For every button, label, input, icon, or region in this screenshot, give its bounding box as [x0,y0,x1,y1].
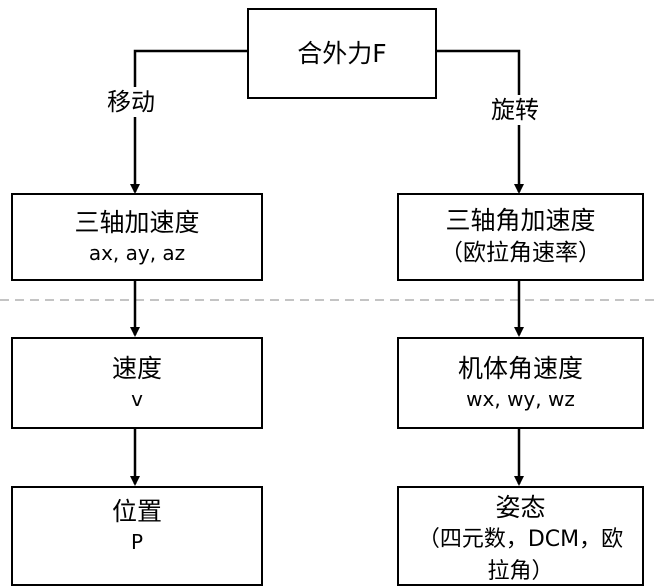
edge-label-translation: 移动 [105,87,157,117]
node-position-sub: P [130,530,144,554]
node-attitude-sub: （四元数，DCM，欧 [417,527,624,552]
node-angular-accel-sub: （欧拉角速率） [440,240,601,266]
node-velocity-sub: v [131,387,143,411]
node-angular-accel-title: 三轴角加速度 [445,206,596,235]
node-position-title: 位置 [111,497,162,526]
node-attitude-title: 姿态 [495,493,546,522]
node-linear-accel-title: 三轴加速度 [74,208,200,237]
node-angular-accel: 三轴角加速度 （欧拉角速率） [397,193,644,281]
node-body-rate-sub: wx, wy, wz [466,387,575,411]
node-velocity-title: 速度 [111,354,162,383]
node-attitude: 姿态 （四元数，DCM，欧 拉角） [397,486,644,586]
edge-label-rotation: 旋转 [489,95,541,125]
node-net-force-title: 合外力F [297,38,387,68]
node-net-force: 合外力F [247,8,437,99]
node-position: 位置 P [11,486,263,586]
node-body-rate-title: 机体角速度 [457,354,583,383]
arrow-force-to-angular-accel [436,49,524,194]
node-attitude-sub-cont: 拉角） [487,559,554,584]
node-linear-accel: 三轴加速度 ax, ay, az [11,193,263,281]
node-velocity: 速度 v [11,337,263,429]
node-body-rate: 机体角速度 wx, wy, wz [397,337,644,429]
connector-lines [0,49,656,486]
arrow-force-to-accel [130,49,247,194]
node-linear-accel-sub: ax, ay, az [88,241,186,265]
